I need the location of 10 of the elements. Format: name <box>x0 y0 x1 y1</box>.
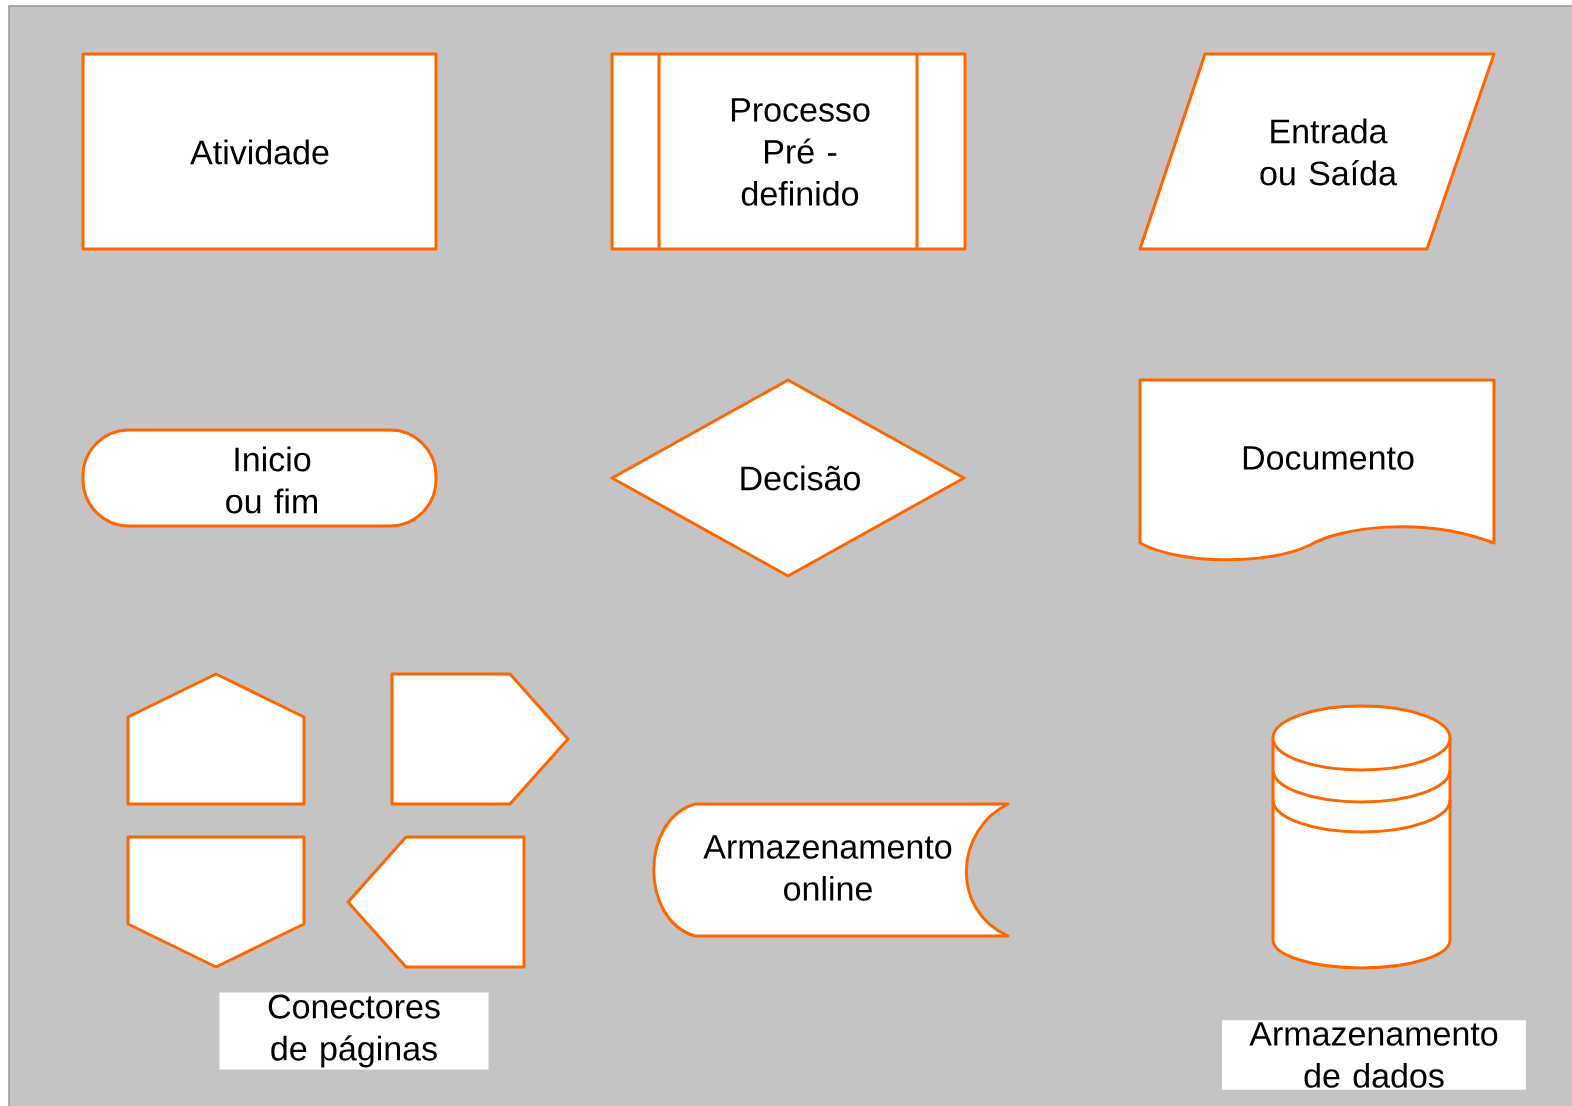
connector-pentagon <box>126 672 306 806</box>
database-cylinder <box>1271 704 1452 970</box>
input-output-parallelogram: Entrada ou Saída <box>1138 52 1496 251</box>
predefined-process-box: Processo Pré - definido <box>610 52 967 251</box>
connector-pentagon <box>126 835 306 969</box>
connector-pentagon <box>346 835 526 969</box>
caption-band: Conectores de páginas <box>219 992 489 1070</box>
caption-band: Armazenamento de dados <box>1222 1020 1526 1090</box>
connector-pentagon <box>390 672 570 806</box>
process-box: Atividade <box>81 52 438 251</box>
